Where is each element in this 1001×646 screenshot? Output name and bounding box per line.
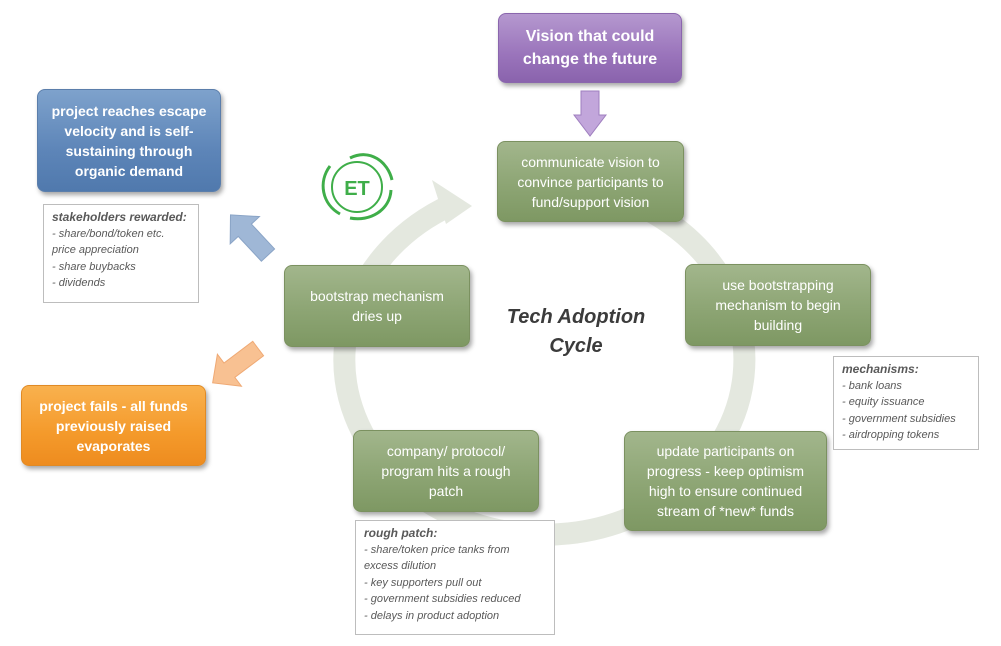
note-item: - share/bond/token etc. price appreciati… xyxy=(52,227,165,257)
note-item: - share buybacks xyxy=(52,260,136,273)
logo-text: ET xyxy=(344,178,370,200)
note-item: - equity issuance xyxy=(842,396,925,408)
step-bootstrapping: use bootstrapping mechanism to begin bui… xyxy=(685,264,871,346)
step-bootstrap-dries-up: bootstrap mechanism dries up xyxy=(284,265,470,347)
note-item: - share/token price tanks from excess di… xyxy=(364,543,510,573)
vision-box: Vision that could change the future xyxy=(498,13,682,83)
rough-patch-note: rough patch: - share/token price tanks f… xyxy=(355,520,555,635)
vision-text: Vision that could change the future xyxy=(522,28,658,68)
vision-down-arrow xyxy=(572,90,608,137)
step-text: bootstrap mechanism dries up xyxy=(310,288,444,324)
cycle-title: Tech Adoption Cycle xyxy=(506,306,646,357)
note-item: - airdropping tokens xyxy=(842,429,940,441)
step-communicate-vision: communicate vision to convince participa… xyxy=(497,141,684,222)
note-item: - key supporters pull out xyxy=(364,576,482,589)
note-title: stakeholders rewarded: xyxy=(52,210,187,224)
mechanisms-note: mechanisms: - bank loans - equity issuan… xyxy=(833,356,979,450)
step-text: company/ protocol/ program hits a rough … xyxy=(381,443,511,499)
note-title: mechanisms: xyxy=(842,362,919,376)
step-text: communicate vision to convince participa… xyxy=(517,153,664,210)
note-item: - dividends xyxy=(52,277,106,289)
failure-outcome-box: project fails - all funds previously rai… xyxy=(21,385,206,466)
step-text: use bootstrapping mechanism to begin bui… xyxy=(715,277,841,333)
success-outcome-box: project reaches escape velocity and is s… xyxy=(37,89,221,192)
step-text: update participants on progress - keep o… xyxy=(646,443,805,519)
success-arrow xyxy=(229,214,276,262)
stakeholders-note: stakeholders rewarded: - share/bond/toke… xyxy=(43,204,199,303)
note-item: - delays in product adoption xyxy=(364,609,500,622)
note-item: - bank loans xyxy=(842,379,902,392)
step-update-participants: update participants on progress - keep o… xyxy=(624,431,827,531)
logo-icon xyxy=(321,153,394,221)
success-outcome-text: project reaches escape velocity and is s… xyxy=(51,102,207,179)
note-item: - government subsidies reduced xyxy=(364,593,521,605)
cycle-arrowhead xyxy=(432,180,472,224)
failure-outcome-text: project fails - all funds previously rai… xyxy=(39,397,188,454)
failure-arrow xyxy=(212,340,265,387)
step-rough-patch: company/ protocol/ program hits a rough … xyxy=(353,430,539,512)
note-item: - government subsidies xyxy=(842,412,956,425)
note-title: rough patch: xyxy=(364,526,438,540)
